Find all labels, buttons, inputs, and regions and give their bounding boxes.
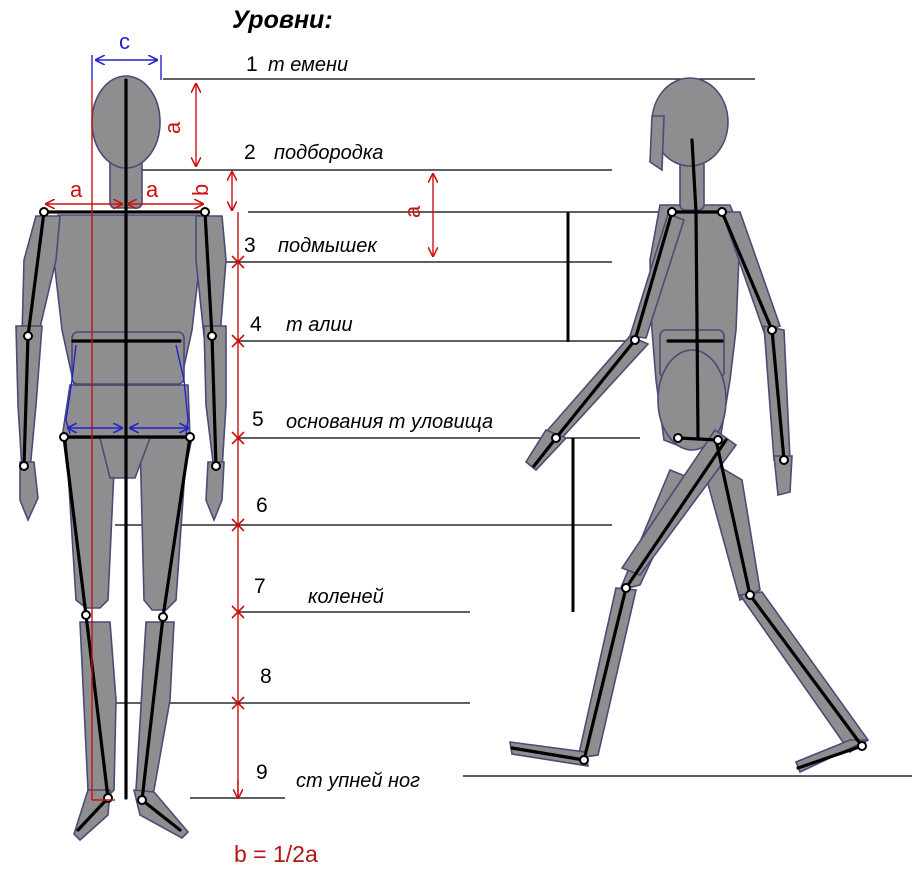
level-9-label: ст упней ног bbox=[296, 770, 420, 792]
level-7-label: коленей bbox=[308, 586, 384, 608]
level-6-num: 6 bbox=[256, 494, 268, 517]
measure-a-neck-label: a bbox=[400, 205, 425, 218]
formula: b = 1/2a bbox=[234, 841, 318, 867]
level-3-num: 3 bbox=[244, 234, 256, 257]
front-right-shin bbox=[136, 622, 174, 800]
level-1-num: 1 bbox=[246, 53, 258, 76]
side-face bbox=[650, 116, 664, 170]
level-5-label: основания т уловища bbox=[286, 411, 493, 433]
level-3-label: подмышек bbox=[278, 235, 378, 257]
level-1-label: т емени bbox=[268, 54, 348, 76]
level-2-label: подбородка bbox=[274, 142, 383, 164]
level-lines bbox=[115, 79, 912, 798]
level-5-num: 5 bbox=[252, 408, 264, 431]
measure-b-label: b bbox=[188, 184, 213, 196]
measure-c-label: c bbox=[119, 29, 130, 54]
front-right-thigh bbox=[140, 438, 192, 610]
level-7-num: 7 bbox=[254, 575, 266, 598]
level-2-num: 2 bbox=[244, 141, 256, 164]
measure-a-shoulder-right: a bbox=[146, 177, 159, 202]
measure-a-shoulder-left: a bbox=[70, 177, 83, 202]
level-labels: 1 т емени 2 подбородка 3 подмышек 4 т ал… bbox=[244, 53, 493, 792]
level-9-num: 9 bbox=[256, 761, 268, 784]
level-4-label: т алии bbox=[286, 314, 353, 336]
level-4-num: 4 bbox=[250, 313, 262, 336]
level-8-num: 8 bbox=[260, 665, 272, 688]
measure-a-head-label: a bbox=[160, 121, 185, 134]
side-figure bbox=[510, 78, 868, 772]
title: Уровни: bbox=[232, 6, 333, 34]
side-back-shin bbox=[578, 588, 636, 758]
